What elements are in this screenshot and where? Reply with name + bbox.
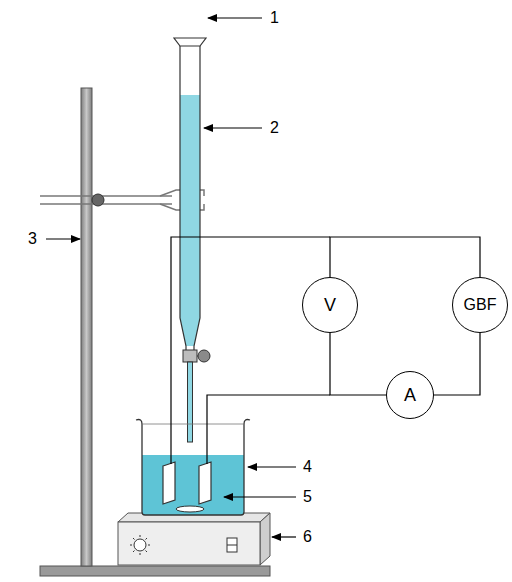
generator-symbol: GBF: [452, 277, 508, 333]
callout-number: 3: [28, 231, 37, 247]
callout-number: 6: [303, 529, 312, 545]
callout-number: 2: [270, 120, 279, 136]
leader-arrow: [204, 127, 262, 128]
stand-base: [40, 566, 270, 576]
beaker-rim: [142, 424, 244, 425]
stirrer-knob: [130, 535, 150, 555]
burette-liquid: [180, 95, 200, 346]
burette-tube: [180, 46, 200, 350]
burette-lip: [174, 38, 206, 46]
clamp-bar: [40, 203, 172, 205]
callout-number: 1: [270, 10, 279, 26]
stirrer-bar: [176, 506, 204, 512]
voltmeter-symbol: V: [302, 277, 358, 333]
meter-label: GBF: [464, 297, 497, 313]
wire: [330, 237, 480, 277]
beaker: [136, 420, 250, 516]
clamp-bar: [40, 195, 172, 197]
wire: [434, 333, 480, 395]
leader-arrow: [208, 17, 262, 18]
meter-label: V: [324, 296, 336, 314]
wire: [330, 333, 386, 395]
magnetic-stirrer: [118, 522, 260, 565]
leader-arrow: [248, 466, 296, 467]
electrode-plate: [199, 462, 211, 504]
wire: [171, 237, 330, 464]
clamp-knob: [92, 194, 104, 206]
stopcock: [183, 350, 197, 362]
callout-number: 4: [303, 459, 312, 475]
stopcock-handle: [197, 356, 198, 357]
electrode-plate: [163, 462, 175, 504]
burette-tip: [188, 362, 193, 442]
leader-arrow: [224, 496, 296, 497]
beaker-liquid: [142, 455, 244, 515]
callout-number: 5: [303, 489, 312, 505]
stand-rod: [81, 88, 92, 566]
leader-arrow: [272, 536, 296, 537]
meter-label: A: [404, 386, 416, 404]
stirrer-knob: [134, 539, 146, 551]
leader-arrow: [46, 238, 80, 239]
stirrer-display: [227, 545, 237, 546]
magnetic-stirrer: [260, 513, 270, 565]
wire: [207, 395, 330, 464]
stopcock-handle: [198, 350, 210, 362]
stirrer-display: [227, 538, 237, 552]
ammeter-symbol: A: [386, 371, 434, 419]
